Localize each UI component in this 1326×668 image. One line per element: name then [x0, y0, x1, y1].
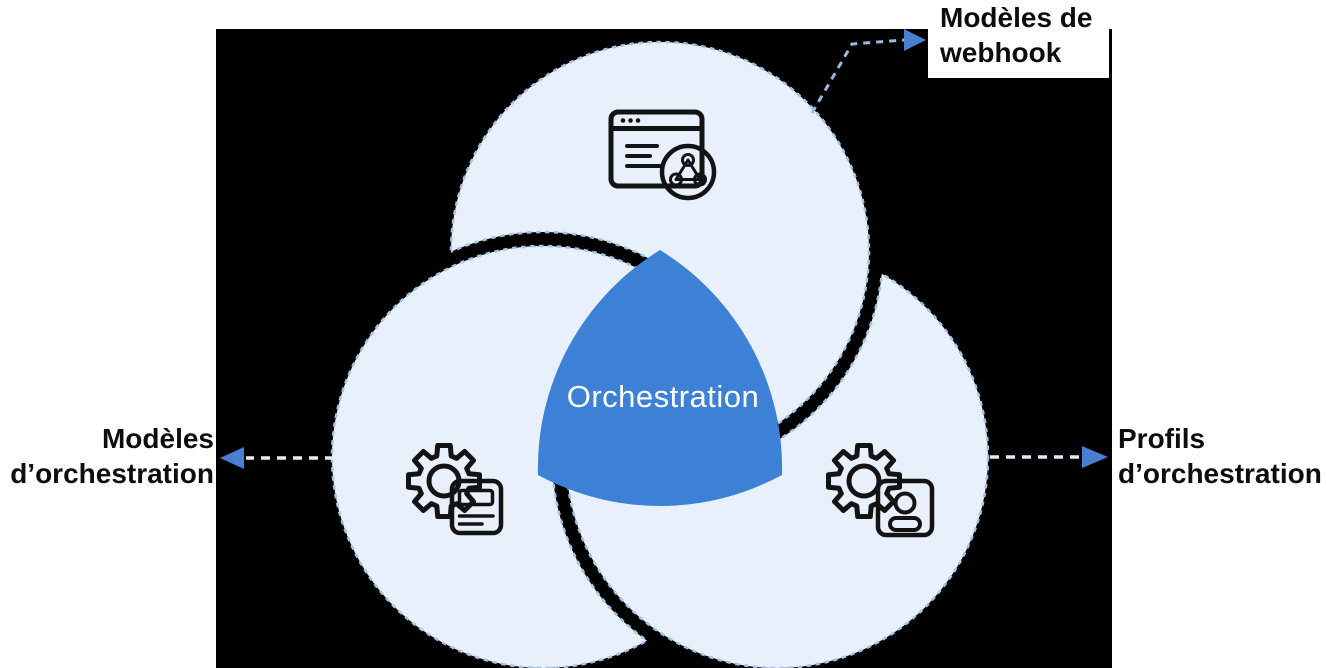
- center-label: Orchestration: [566, 379, 760, 414]
- gear-document-icon: [406, 443, 504, 536]
- webhook-arrowhead-icon: [904, 29, 926, 51]
- callout-templates-line1: Modèles: [101, 423, 214, 454]
- callout-profiles-line1: Profils: [1118, 423, 1206, 454]
- callout-webhook-line1: Modèles de: [940, 2, 1093, 33]
- callout-templates-line2: d’orchestration: [10, 458, 214, 489]
- profile-card-icon: [875, 478, 935, 538]
- callout-templates-label: Modèles d’orchestration: [0, 421, 214, 491]
- window-dot-icon: [635, 118, 641, 123]
- orchestration-templates-arrow: [220, 447, 334, 469]
- window-dot-icon: [628, 118, 633, 123]
- api-triangle-icon: [669, 153, 707, 187]
- gear-icon: [826, 443, 902, 519]
- orchestration-profiles-arrow: [990, 446, 1108, 468]
- document-card-icon: [449, 478, 504, 536]
- webhook-arrow: [810, 29, 926, 114]
- person-head-icon: [893, 491, 917, 515]
- callout-webhook-label: Modèles de webhook: [928, 0, 1109, 78]
- callout-profiles-label: Profils d’orchestration: [1118, 421, 1326, 491]
- person-body-icon: [888, 516, 922, 532]
- gear-profile-icon: [826, 443, 935, 538]
- webhook-arrow-line: [810, 38, 905, 114]
- venn-diagram-canvas: [220, 29, 1108, 668]
- callout-profiles-line2: d’orchestration: [1118, 458, 1322, 489]
- templates-arrowhead-icon: [220, 447, 244, 469]
- diagram-panel: Orchestration: [216, 29, 1112, 668]
- window-dot-icon: [620, 118, 626, 123]
- profiles-arrowhead-icon: [1082, 446, 1108, 468]
- callout-webhook-line2: webhook: [940, 37, 1062, 68]
- webhook-window-icon: [608, 109, 717, 201]
- center-triangle: [537, 250, 783, 506]
